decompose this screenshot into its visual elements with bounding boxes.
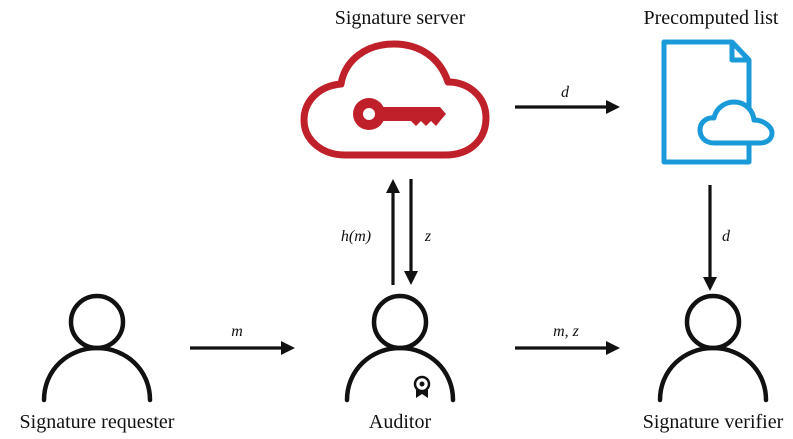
- edge-label-mz: m, z: [553, 323, 580, 340]
- verifier-person-icon: [657, 293, 769, 403]
- edge-label-z: z: [424, 228, 432, 245]
- edge-label-hm: h(m): [341, 228, 371, 245]
- cloud-key-icon: [300, 40, 490, 159]
- verifier-label: Signature verifier: [643, 411, 784, 433]
- auditor-person-icon: [344, 293, 456, 403]
- auditor-label: Auditor: [369, 411, 432, 433]
- edge-auditor-to-verifier: m, z: [515, 323, 620, 355]
- edge-server-to-list: d: [515, 84, 620, 114]
- edge-server-to-auditor: z: [404, 179, 432, 285]
- cloud-document-icon: [661, 39, 775, 165]
- edge-requester-to-auditor: m: [190, 323, 295, 355]
- requester-label: Signature requester: [20, 411, 175, 433]
- edge-label-d-top: d: [561, 84, 570, 101]
- server-label: Signature server: [335, 7, 466, 29]
- key-icon: [353, 98, 446, 130]
- edge-label-d-right: d: [722, 228, 731, 245]
- edge-auditor-to-server: h(m): [341, 179, 400, 285]
- edge-label-m: m: [231, 323, 243, 340]
- badge-icon: [413, 375, 431, 398]
- list-label: Precomputed list: [644, 7, 779, 29]
- edge-list-to-verifier: d: [703, 185, 731, 291]
- requester-person-icon: [41, 293, 153, 403]
